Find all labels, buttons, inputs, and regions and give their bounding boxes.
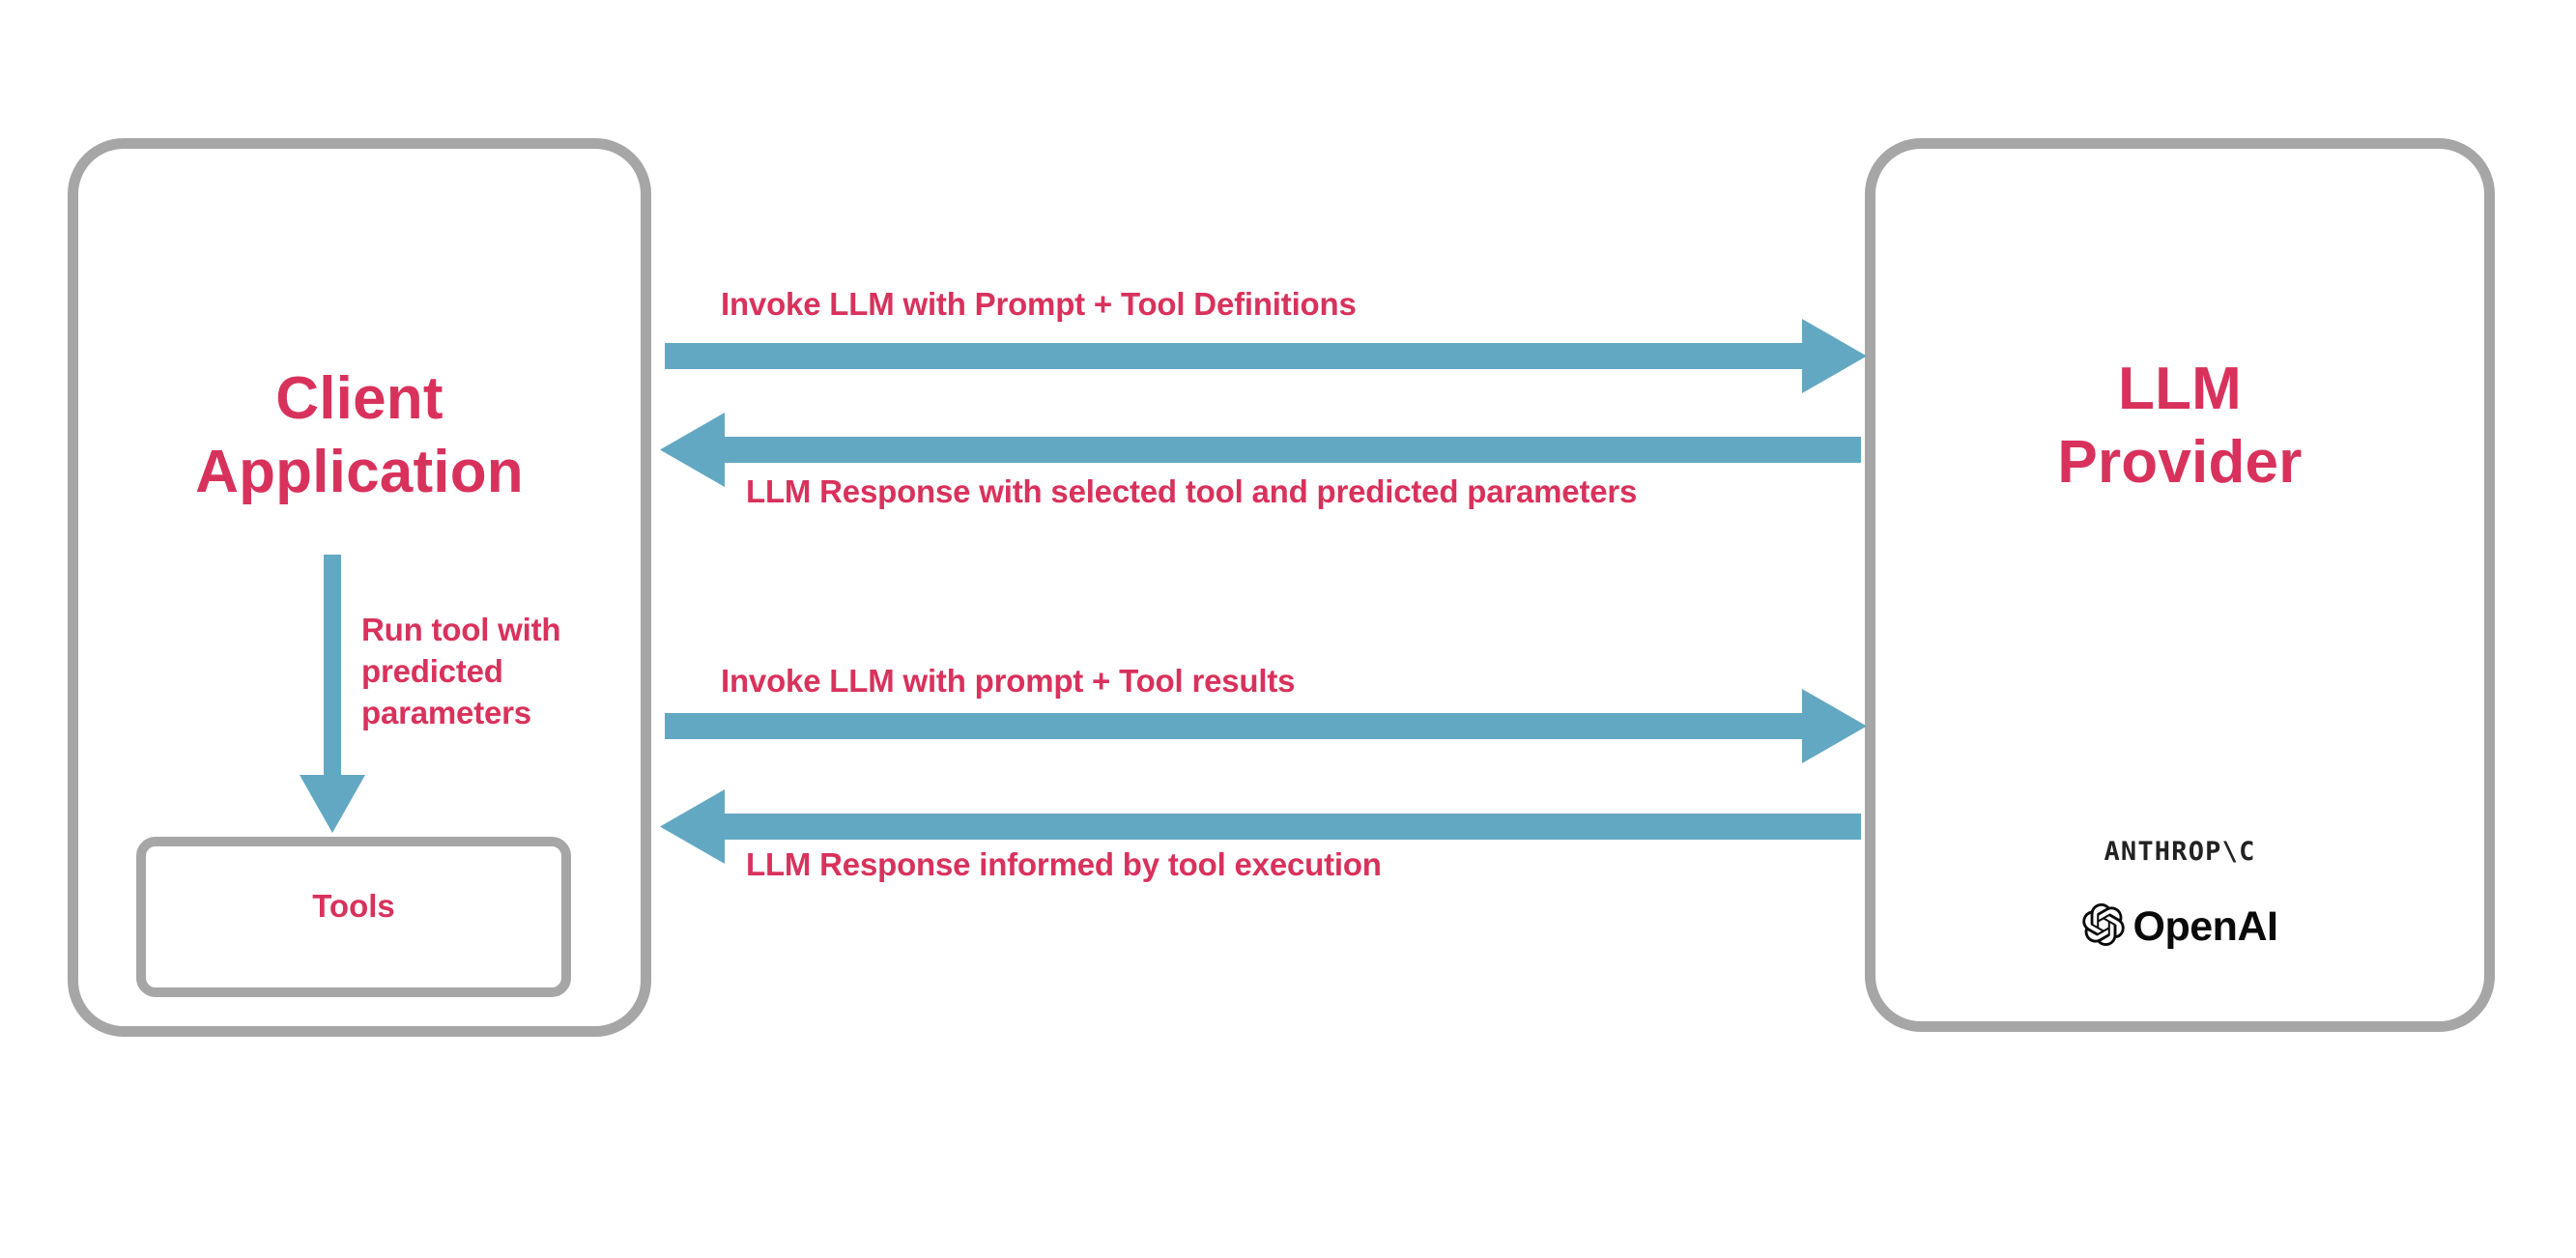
client-application-title-line-1: Client <box>275 365 444 432</box>
flow-label-invoke-llm-prompt-tool-results: Invoke LLM with prompt + Tool results <box>721 663 1296 699</box>
flow-label-invoke-llm-prompt-tool-definitions: Invoke LLM with Prompt + Tool Definition… <box>721 286 1357 322</box>
openai-logo: OpenAI <box>1880 903 2479 951</box>
openai-logo-icon <box>2081 903 2125 951</box>
llm-provider-node <box>1865 138 2495 1032</box>
client-application-title: Client Application <box>83 362 636 508</box>
tools-node <box>136 837 571 997</box>
llm-provider-title: LLM Provider <box>1880 353 2479 499</box>
anthropic-wordmark: ANTHROP\C <box>2104 837 2256 867</box>
tools-node-label: Tools <box>312 888 395 924</box>
flow-label-llm-response-selected-tool: LLM Response with selected tool and pred… <box>746 473 1638 509</box>
openai-wordmark: OpenAI <box>2132 903 2278 950</box>
arrow-invoke-llm-prompt-tool-definitions <box>665 319 1867 393</box>
flow-label-llm-response-informed-by-tool-execution: LLM Response informed by tool execution <box>746 846 1382 882</box>
llm-provider-title-line-1: LLM <box>2118 356 2242 422</box>
llm-provider-title-line-2: Provider <box>2057 428 2303 496</box>
flow-label-run-tool-with-predicted-parameters: Run tool with predicted parameters <box>361 612 561 730</box>
arrow-invoke-llm-prompt-tool-results <box>665 689 1867 763</box>
client-application-title-line-2: Application <box>195 438 524 505</box>
